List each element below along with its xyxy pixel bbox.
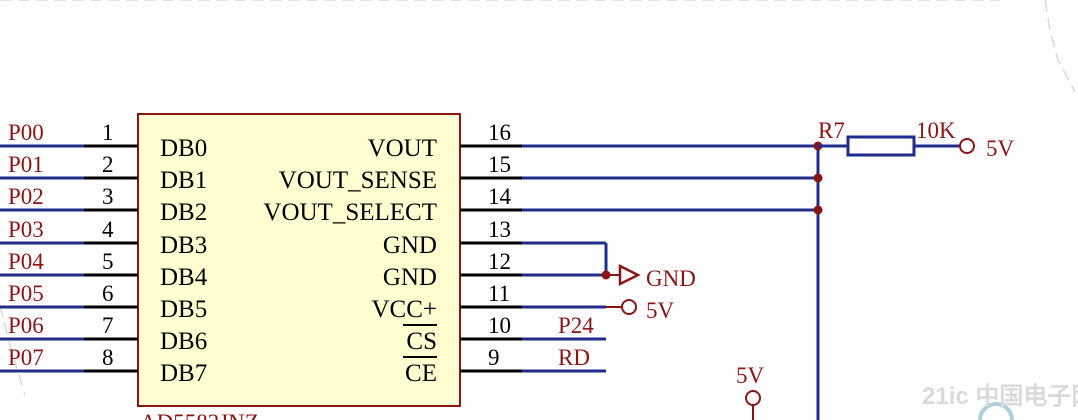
ce-net[interactable]: RD xyxy=(522,345,606,373)
pin-number: 11 xyxy=(488,281,510,306)
ground-arrow-icon xyxy=(618,263,641,287)
background-guides xyxy=(0,0,1076,396)
pin-number: 13 xyxy=(488,217,511,242)
pin-name: VOUT_SENSE xyxy=(279,167,437,194)
pin-name: GND xyxy=(383,264,437,291)
gnd-net-label: GND xyxy=(646,266,696,291)
pin-number: 6 xyxy=(102,281,114,306)
pin-name: VOUT_SELECT xyxy=(263,199,437,226)
left-pin[interactable]: 6 DB5 P05 xyxy=(0,281,207,323)
power-port-icon xyxy=(959,138,975,154)
pin-name: VOUT xyxy=(368,135,437,162)
left-pin[interactable]: 1 DB0 P00 xyxy=(0,120,207,162)
pin-name: CE xyxy=(405,360,437,387)
net-label: P07 xyxy=(8,345,44,370)
pin-number: 2 xyxy=(102,152,114,177)
cs-net[interactable]: P24 xyxy=(522,313,606,341)
pin-name: DB2 xyxy=(160,199,207,226)
net-label: P05 xyxy=(8,281,44,306)
right-pin[interactable]: 15 VOUT_SENSE xyxy=(279,152,522,194)
net-label: P06 xyxy=(8,313,44,338)
pin-name: VCC+ xyxy=(371,296,437,323)
watermark-text: 21ic 中国电子网 xyxy=(922,383,1078,410)
cs-net-label: P24 xyxy=(558,313,594,338)
left-pin[interactable]: 7 DB6 P06 xyxy=(0,313,207,355)
vcc-net[interactable]: 5V xyxy=(522,298,675,323)
pin-name: CS xyxy=(406,328,437,355)
pin-number: 8 xyxy=(102,345,114,370)
left-pin[interactable]: 2 DB1 P01 xyxy=(0,152,207,194)
right-pin[interactable]: 16 VOUT xyxy=(368,120,522,162)
right-pin[interactable]: 11 VCC+ xyxy=(371,281,522,323)
pin-number: 1 xyxy=(102,120,114,145)
power-port-icon xyxy=(621,299,637,315)
junction-dot xyxy=(813,205,823,215)
pin-number: 7 xyxy=(102,313,114,338)
left-pin[interactable]: 3 DB2 P02 xyxy=(0,184,207,226)
watermark: 21ic 中国电子网 xyxy=(922,383,1078,420)
power-net-label: 5V xyxy=(986,136,1015,161)
pin-name: DB0 xyxy=(160,135,207,162)
power-port-icon xyxy=(745,390,761,406)
pin-name: DB1 xyxy=(160,167,207,194)
right-pin[interactable]: 12 GND xyxy=(383,249,522,291)
resistor-body xyxy=(846,135,916,157)
left-pin[interactable]: 8 DB7 P07 xyxy=(0,345,207,387)
pin-name: GND xyxy=(383,232,437,259)
resistor-designator: R7 xyxy=(818,118,845,143)
pin-number: 9 xyxy=(488,345,500,370)
pin-number: 4 xyxy=(102,217,114,242)
gnd-net[interactable]: GND xyxy=(522,241,696,291)
pin-number: 15 xyxy=(488,152,511,177)
power-net-label: 5V xyxy=(736,363,765,388)
ce-net-label: RD xyxy=(558,345,590,370)
left-pin[interactable]: 5 DB4 P04 xyxy=(0,249,208,291)
output-wiring xyxy=(522,141,823,420)
left-pin[interactable]: 4 DB3 P03 xyxy=(0,217,207,259)
watermark-logo-icon xyxy=(978,402,1014,420)
net-label: P03 xyxy=(8,217,44,242)
pin-name: DB3 xyxy=(160,232,207,259)
pin-number: 3 xyxy=(102,184,114,209)
resistor-r7[interactable]: R7 10K 5V xyxy=(818,118,1015,161)
pin-name: DB5 xyxy=(160,296,207,323)
pin-number: 5 xyxy=(102,249,114,274)
right-pin[interactable]: 10 CS xyxy=(403,313,522,355)
bottom-power-port[interactable]: 5V xyxy=(736,363,765,420)
left-pins: 1 DB0 P00 2 DB1 P01 3 DB2 P02 4 DB3 P03 xyxy=(0,120,208,387)
chip-part-name: AD5583JNZ xyxy=(140,410,259,420)
pin-name: DB7 xyxy=(160,360,207,387)
vcc-net-label: 5V xyxy=(646,298,675,323)
pin-number: 12 xyxy=(488,249,511,274)
pin-name: DB4 xyxy=(160,264,208,291)
net-label: P00 xyxy=(8,120,44,145)
right-pin[interactable]: 13 GND xyxy=(383,217,522,259)
pin-name: DB6 xyxy=(160,328,207,355)
junction-dot xyxy=(601,270,611,280)
junction-dot xyxy=(813,173,823,183)
pin-number: 16 xyxy=(488,120,511,145)
pin-number: 14 xyxy=(488,184,512,209)
pin-number: 10 xyxy=(488,313,511,338)
net-label: P04 xyxy=(8,249,44,274)
net-label: P02 xyxy=(8,184,44,209)
resistor-value: 10K xyxy=(916,118,956,143)
net-label: P01 xyxy=(8,152,44,177)
right-pins: 16 VOUT 15 VOUT_SENSE 14 VOUT_SELECT 13 … xyxy=(263,120,522,387)
right-pin[interactable]: 14 VOUT_SELECT xyxy=(263,184,522,226)
right-pin[interactable]: 9 CE xyxy=(403,345,522,387)
